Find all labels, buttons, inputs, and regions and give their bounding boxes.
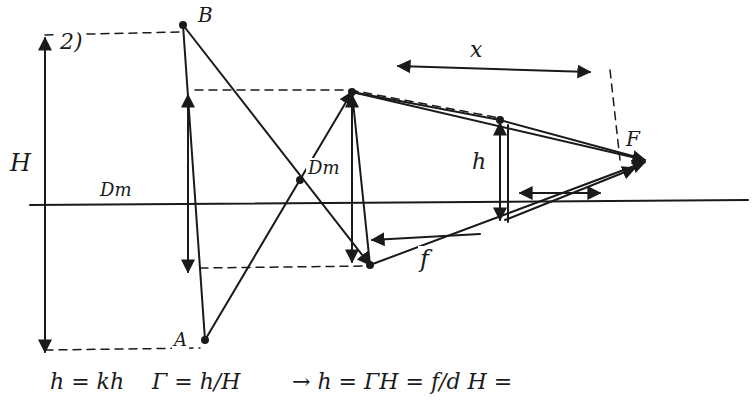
image-arrow (499, 123, 501, 220)
height-label: H (8, 150, 33, 176)
height-label: h (470, 150, 488, 174)
point-label: A (172, 330, 189, 350)
distance-label: x (468, 38, 484, 62)
focal-label: f (418, 246, 431, 272)
aperture-label: Dm (306, 158, 342, 178)
formula: Γ = h/H (150, 370, 242, 394)
formula: h = kh (48, 370, 126, 394)
step-number: 2) (58, 30, 85, 54)
aperture-label: Dm (98, 180, 134, 200)
object-line (183, 25, 205, 340)
point-label: B (196, 4, 215, 26)
optical-axis (30, 200, 748, 205)
distance-arrow (398, 66, 590, 72)
lens-arrow (351, 95, 353, 262)
focal-arrow (372, 234, 480, 240)
formula: → h = ΓH = f/d H = (290, 370, 514, 394)
height-arrow (44, 38, 46, 352)
focus-label: F (624, 128, 642, 150)
aperture-arrow (187, 95, 189, 272)
